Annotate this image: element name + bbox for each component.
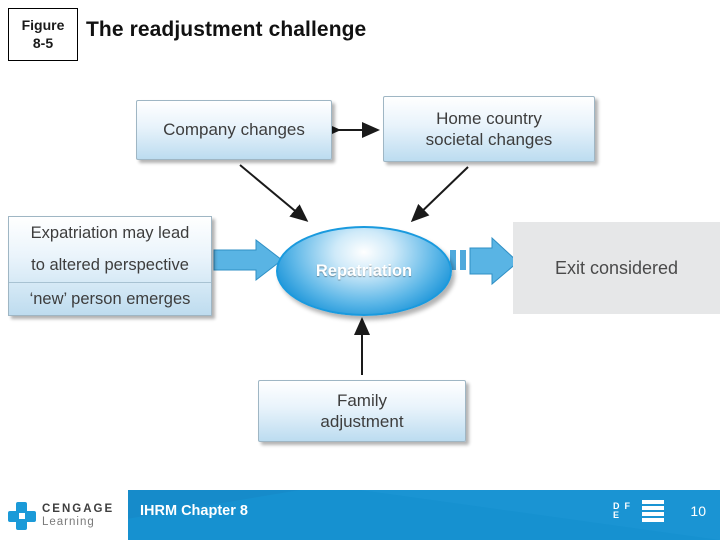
publisher-logo-bars — [642, 500, 664, 522]
page-title: The readjustment challenge — [86, 18, 367, 41]
cengage-line1: CENGAGE — [42, 502, 115, 515]
node-repatriation-label: Repatriation — [315, 261, 413, 280]
figure-badge: Figure 8-5 — [8, 8, 78, 61]
node-expatriation: Expatriation may lead to altered perspec… — [8, 216, 212, 316]
node-home-line2: societal changes — [425, 130, 553, 149]
node-company-changes: Company changes — [136, 100, 332, 160]
cengage-mark-icon — [8, 502, 36, 530]
footer-logo-area — [0, 490, 128, 540]
node-home-line1: Home country — [436, 108, 542, 128]
family-line2: adjustment — [320, 412, 404, 431]
expat-line1-text: Expatriation may lead — [30, 224, 190, 243]
figure-label-line1: Figure — [21, 17, 65, 33]
footer-wedge-right — [360, 490, 720, 540]
page-number: 10 — [690, 503, 706, 519]
cengage-logo: CENGAGE Learning — [8, 496, 130, 536]
expat-divider — [9, 281, 211, 283]
expat-line2-text: to altered perspective — [31, 256, 189, 275]
cengage-line2: Learning — [42, 516, 95, 528]
footer-chapter-text: IHRM Chapter 8 — [140, 503, 248, 519]
figure-label-line2: 8-5 — [32, 34, 54, 51]
node-expatriation-line1: Expatriation may lead — [9, 217, 211, 249]
node-home-country-label: Home country societal changes — [426, 108, 553, 151]
expat-line3-text: ‘new’ person emerges — [29, 289, 191, 308]
node-exit-label: Exit considered — [554, 257, 679, 278]
diagram-canvas: Company changes Home country societal ch… — [0, 70, 720, 470]
node-exit-considered: Exit considered — [513, 222, 720, 314]
node-company-changes-label: Company changes — [163, 120, 305, 140]
node-expatriation-line2: to altered perspective — [9, 249, 211, 281]
family-line1: Family — [336, 390, 388, 410]
node-repatriation: Repatriation — [276, 226, 452, 316]
node-home-country-societal-changes: Home country societal changes — [383, 96, 595, 162]
node-expatriation-line3: ‘new’ person emerges — [9, 283, 211, 315]
node-family-label: Family adjustment — [320, 390, 403, 433]
node-family-adjustment: Family adjustment — [258, 380, 466, 442]
cengage-wordmark: CENGAGE Learning — [42, 503, 114, 529]
